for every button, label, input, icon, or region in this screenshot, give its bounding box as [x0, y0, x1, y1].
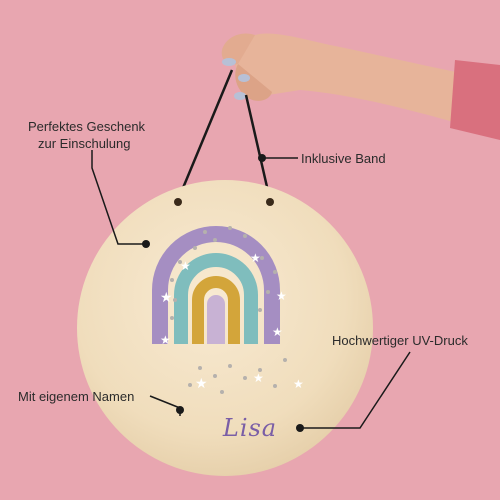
callout-band: Inklusive Band — [301, 151, 386, 166]
rainbow-print — [152, 226, 280, 344]
svg-text:★: ★ — [195, 376, 208, 392]
svg-text:★: ★ — [160, 290, 173, 306]
hand-photo — [221, 33, 500, 140]
callout-dots — [142, 154, 304, 432]
callout-name: Mit eigenem Namen — [18, 389, 135, 404]
decor-stars: ★ ★ ★ ★ ★ ★ ★ ★ ★ — [160, 251, 304, 392]
callout-uv-print: Hochwertiger UV-Druck — [332, 333, 468, 348]
svg-text:★: ★ — [293, 377, 304, 391]
svg-text:★: ★ — [253, 371, 264, 385]
svg-text:★: ★ — [272, 325, 283, 339]
svg-text:★: ★ — [250, 251, 261, 265]
hanging-band — [176, 69, 272, 201]
callout-gift-line2: zur Einschulung — [38, 136, 131, 151]
svg-text:★: ★ — [180, 259, 191, 273]
decor-dots — [170, 226, 287, 394]
callout-gift-line1: Perfektes Geschenk — [28, 119, 146, 134]
svg-text:★: ★ — [276, 289, 287, 303]
sign-name: Lisa — [222, 414, 278, 442]
svg-text:★: ★ — [160, 333, 171, 347]
callout-lines — [91, 150, 411, 429]
